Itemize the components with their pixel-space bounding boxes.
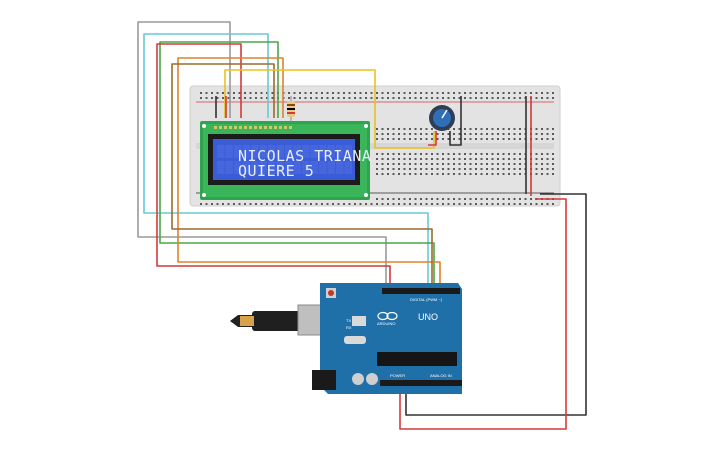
lcd-pin[interactable] [219,126,222,129]
lcd-module[interactable]: NICOLAS TRIANA QUIERE 5 [200,121,371,200]
lcd-pin[interactable] [269,126,272,129]
lcd-pin[interactable] [244,126,247,129]
lcd-pin[interactable] [284,126,287,129]
wire-gray [137,21,387,285]
lcd-pin[interactable] [234,126,237,129]
tx-label: TX [346,318,351,323]
wire-brown [171,63,433,285]
wire-black-gnd [405,193,587,416]
potentiometer-icon[interactable] [429,105,455,131]
lcd-pin[interactable] [274,126,277,129]
lcd-line-2: QUIERE 5 [238,162,314,180]
arduino-logo-icon [377,311,398,321]
lcd-pin[interactable] [279,126,282,129]
lcd-pin[interactable] [249,126,252,129]
wire-red-pot-2 [428,131,437,146]
atmega-chip [377,352,457,366]
wire-red-1 [156,43,391,285]
lcd-pin[interactable] [224,126,227,129]
lcd-pin[interactable] [289,126,292,129]
resistor-icon[interactable] [287,96,295,122]
lcd-screw-hole [202,124,206,128]
lcd-screw-hole [364,193,368,197]
wire-black-pot [449,96,462,146]
wire-orange [177,57,441,285]
analog-label: ANALOG IN [430,373,452,378]
lcd-screw-hole [364,124,368,128]
digital-header[interactable] [382,288,460,294]
wire-red-5v [399,198,567,430]
lcd-pin[interactable] [259,126,262,129]
reset-button-icon[interactable] [326,288,336,298]
arduino-brand: ARDUINO [377,321,395,326]
lcd-pin[interactable] [239,126,242,129]
wire-green [159,41,435,285]
lcd-pins[interactable] [214,126,292,129]
power-label: POWER [390,373,405,378]
lcd-line-1: NICOLAS TRIANA [238,147,371,165]
wire-cyan [143,33,429,285]
power-analog-header[interactable] [380,380,462,386]
lcd-pin[interactable] [254,126,257,129]
lcd-pin[interactable] [229,126,232,129]
wires[interactable] [137,21,587,430]
lcd-pin[interactable] [264,126,267,129]
lcd-pin[interactable] [214,126,217,129]
lcd-pixel-grid [217,145,352,174]
digital-label: DIGITAL (PWM ~) [410,297,443,302]
arduino-uno[interactable]: ARDUINO UNO DIGITAL (PWM ~) POWER ANALOG… [312,283,462,394]
rx-label: RX [346,325,352,330]
board-name: UNO [418,312,438,322]
lcd-screw-hole [202,193,206,197]
